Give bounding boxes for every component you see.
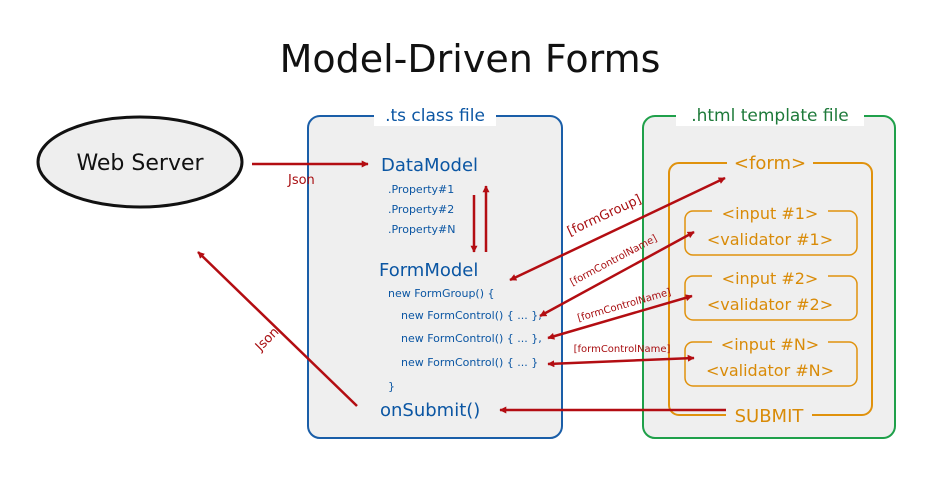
property-1-label: .Property#1: [388, 183, 454, 196]
validator-2-label: <validator #2>: [707, 295, 833, 314]
submit-button: SUBMIT: [735, 406, 805, 427]
validator-n-label: <validator #N>: [706, 361, 834, 380]
property-n-label: .Property#N: [388, 223, 456, 236]
data-model-label: DataModel: [381, 155, 478, 176]
json-in-label: Json: [287, 173, 315, 188]
web-server-node: [36, 115, 244, 209]
form-group-close: }: [388, 380, 395, 393]
input-n-label-bg: [712, 333, 828, 353]
input-n-label: <input #N>: [721, 335, 819, 354]
validator-1-label: <validator #1>: [707, 230, 833, 249]
input-1-label: <input #1>: [722, 204, 819, 223]
ts-box-label: .ts class file: [385, 106, 485, 126]
html-box-label: .html template file: [691, 106, 849, 126]
form-control-name-label-n: [formControlName]: [574, 344, 671, 355]
form-tag-label: <form>: [734, 153, 806, 174]
on-submit-label: onSubmit(): [380, 400, 480, 421]
input-2-label-bg: [712, 267, 828, 287]
input-2-label: <input #2>: [722, 269, 819, 288]
property-2-label: .Property#2: [388, 203, 454, 216]
form-model-label: FormModel: [379, 260, 478, 281]
page-title: Model-Driven Forms: [280, 37, 661, 81]
arrow-json-out: [197, 251, 358, 407]
form-group-label: [formGroup]: [565, 192, 644, 239]
html-box-label-bg: [676, 104, 864, 126]
form-control-2: new FormControl() { ... },: [401, 332, 542, 345]
form-group-open: new FormGroup() {: [388, 287, 495, 300]
ts-box-label-bg: [374, 104, 496, 126]
arrow-form-control-2: [547, 294, 693, 340]
form-tag-bg: [727, 150, 813, 174]
arrow-form-control-n: [547, 354, 695, 368]
submit-label-bg: [726, 403, 812, 427]
web-server-label: Web Server: [76, 151, 204, 176]
input-1-label-bg: [712, 203, 828, 223]
form-control-n: new FormControl() { ... }: [401, 356, 538, 369]
form-control-1: new FormControl() { ... },: [401, 309, 542, 322]
